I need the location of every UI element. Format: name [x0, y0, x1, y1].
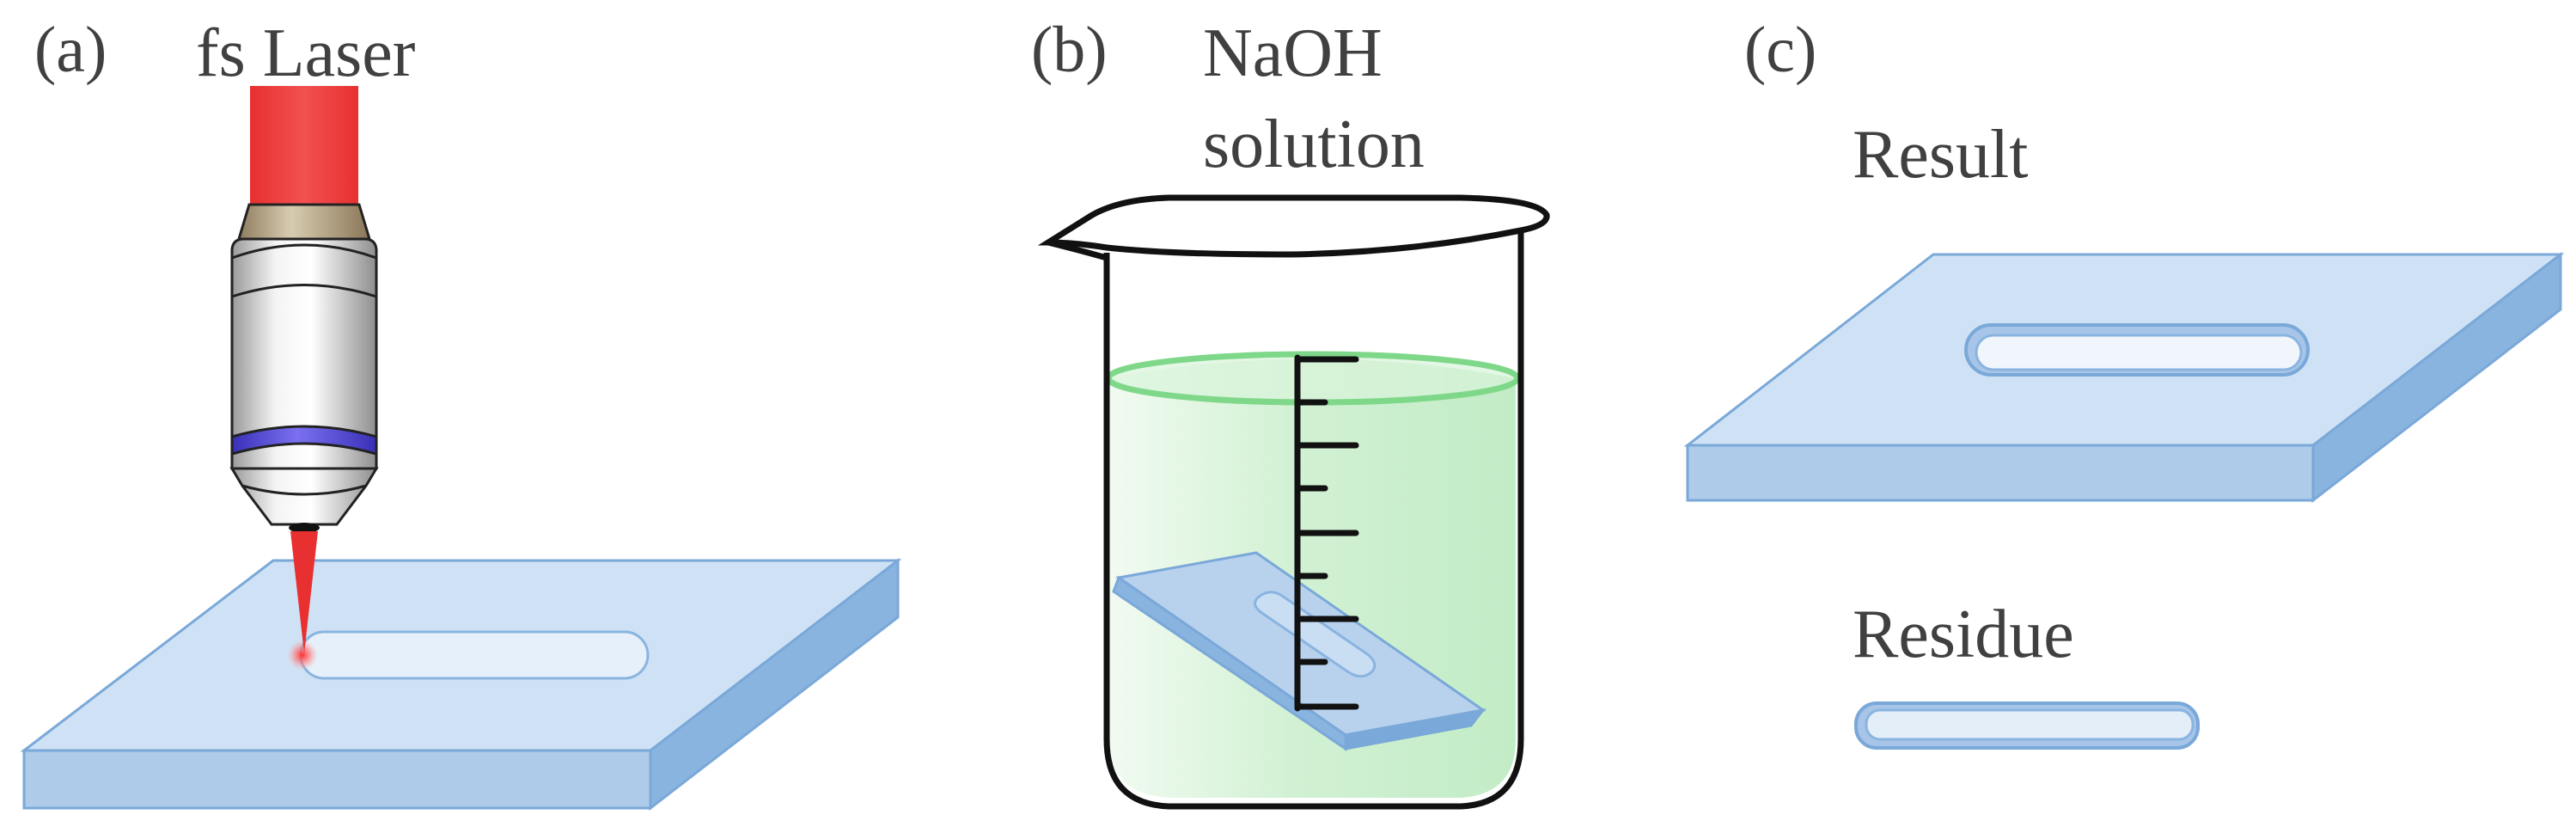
panel-c-caption-result: Result	[1853, 117, 2029, 193]
panel-a	[20, 86, 902, 812]
immersed-glass-slide	[1112, 551, 1486, 751]
result-front-face	[1686, 444, 2315, 502]
objective-collar	[236, 203, 372, 241]
objective-color-band	[230, 425, 378, 456]
panel-c-label: (c)	[1744, 14, 1817, 86]
panel-b-label: (b)	[1031, 14, 1108, 86]
result-channel-opening	[1975, 334, 2303, 371]
glass-substrate-result	[1683, 251, 2565, 504]
objective-lens	[289, 523, 320, 533]
panel-b-caption-line2: solution	[1203, 107, 1425, 182]
slide-side-face	[1344, 708, 1486, 750]
objective-nose	[229, 467, 379, 526]
beaker-outline	[1103, 225, 1524, 810]
glass-substrate-a	[20, 557, 902, 812]
written-channel	[299, 630, 650, 680]
laser-beam	[250, 86, 358, 224]
panel-a-caption: fs Laser	[196, 15, 416, 91]
slide-channel	[1254, 591, 1377, 678]
beaker-spout	[1047, 239, 1108, 261]
panel-c	[1683, 251, 2565, 750]
panel-b	[1037, 194, 1550, 810]
objective-ring-line	[231, 284, 377, 298]
panel-c-caption-residue: Residue	[1853, 597, 2074, 672]
focal-spot	[287, 640, 318, 671]
residue-piece	[1854, 701, 2200, 750]
beaker-rim	[1037, 194, 1550, 258]
slab-front-face	[22, 749, 652, 810]
objective-body	[230, 237, 378, 470]
focused-beam	[290, 531, 318, 653]
volume-scale	[1294, 354, 1359, 712]
beaker-icon	[1037, 194, 1550, 810]
slab-side-face	[649, 557, 900, 812]
panel-b-caption-line1: NaOH	[1203, 15, 1383, 91]
result-side-face	[2311, 251, 2562, 504]
objective-ring-line	[241, 484, 367, 496]
panel-a-label: (a)	[34, 14, 107, 86]
microscope-objective-icon	[229, 203, 379, 533]
objective-ring-line	[231, 243, 377, 260]
